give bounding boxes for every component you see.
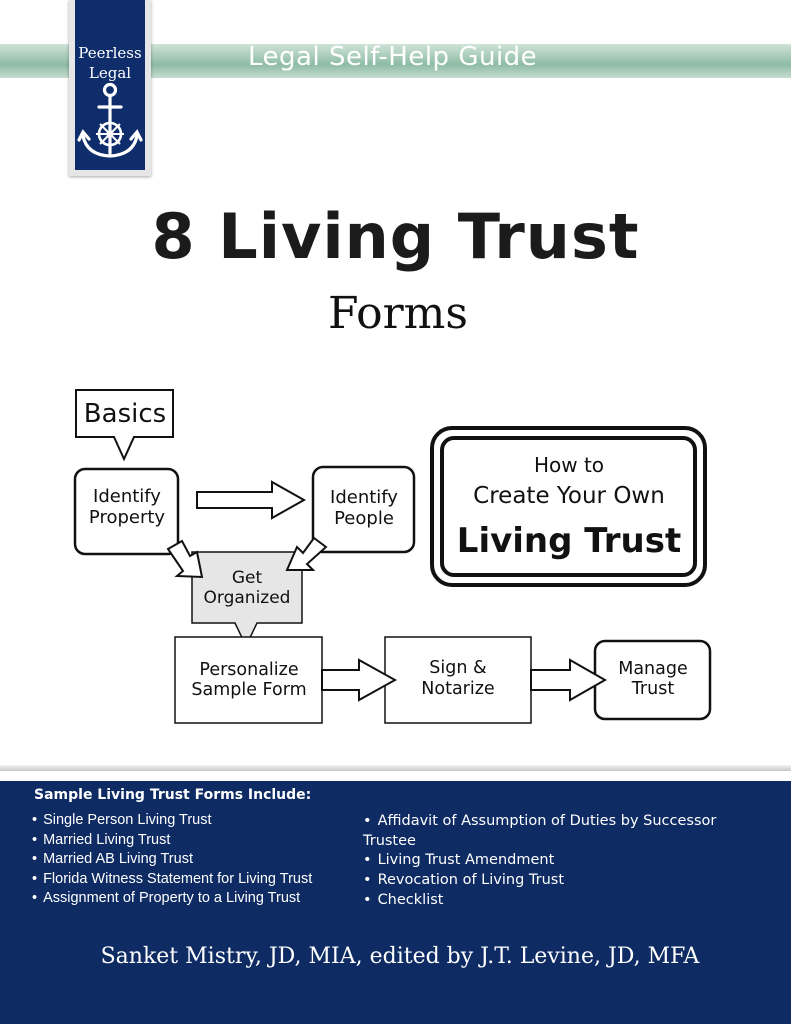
list-item: Married AB Living Trust: [32, 850, 312, 870]
howto-label-1: How to: [534, 453, 604, 477]
sign-notarize-node: [384, 636, 532, 724]
list-item: Checklist: [363, 891, 763, 911]
logo-text-line1: Peerless: [78, 44, 142, 62]
arrow-property-to-people: [196, 480, 307, 520]
list-item: Affidavit of Assumption of Duties by Suc…: [363, 812, 763, 851]
author-credit: Sanket Mistry, JD, MIA, edited by J.T. L…: [100, 944, 700, 969]
manage-label-1: Manage: [618, 659, 688, 679]
forms-list-right: Affidavit of Assumption of Duties by Suc…: [363, 812, 763, 911]
personalize-label-2: Sample Form: [191, 680, 306, 700]
basics-callout: [75, 389, 174, 462]
sign-label-2: Notarize: [421, 679, 494, 699]
howto-label-2: Create Your Own: [473, 483, 665, 509]
arrow-personalize-to-sign: [321, 658, 398, 702]
personalize-form-node: [174, 636, 323, 724]
howto-inner-frame: [440, 436, 697, 577]
list-item: Florida Witness Statement for Living Tru…: [32, 870, 312, 890]
panel-divider: [0, 765, 791, 771]
arrow-sign-to-manage: [530, 658, 608, 702]
forms-list-left: Single Person Living Trust Married Livin…: [32, 811, 312, 909]
contents-heading: Sample Living Trust Forms Include:: [34, 787, 312, 803]
identify-property-node: [73, 467, 180, 556]
book-title: 8 Living Trust: [151, 200, 640, 273]
identify-property-label-1: Identify: [93, 486, 161, 507]
arrow-people-to-organized: [285, 536, 328, 571]
personalize-label-1: Personalize: [199, 660, 298, 680]
get-organized-label-1: Get: [232, 568, 263, 588]
manage-label-2: Trust: [631, 679, 675, 699]
publisher-logo: Peerless Legal: [75, 0, 145, 170]
list-item: Single Person Living Trust: [32, 811, 312, 831]
arrow-property-to-organized: [166, 539, 204, 579]
logo-text-line2: Legal: [88, 64, 132, 82]
anchor-icon: [77, 82, 143, 158]
list-item: Revocation of Living Trust: [363, 871, 763, 891]
get-organized-label-2: Organized: [204, 588, 291, 608]
identify-people-node: [311, 465, 416, 554]
guide-series-title: Legal Self-Help Guide: [248, 42, 538, 72]
list-item: Assignment of Property to a Living Trust: [32, 889, 312, 909]
howto-label-3: Living Trust: [457, 521, 681, 561]
process-diagram: Basics Identify Property Identify People…: [73, 389, 712, 724]
identify-property-label-2: Property: [89, 507, 166, 528]
basics-label: Basics: [84, 399, 166, 429]
identify-people-label-2: People: [334, 508, 394, 529]
identify-people-label-1: Identify: [330, 487, 398, 508]
book-subtitle: Forms: [328, 288, 468, 339]
list-item: Living Trust Amendment: [363, 851, 763, 871]
list-item: Married Living Trust: [32, 831, 312, 851]
contents-panel: Sample Living Trust Forms Include: Singl…: [0, 781, 791, 1024]
sign-label-1: Sign &: [429, 658, 487, 678]
